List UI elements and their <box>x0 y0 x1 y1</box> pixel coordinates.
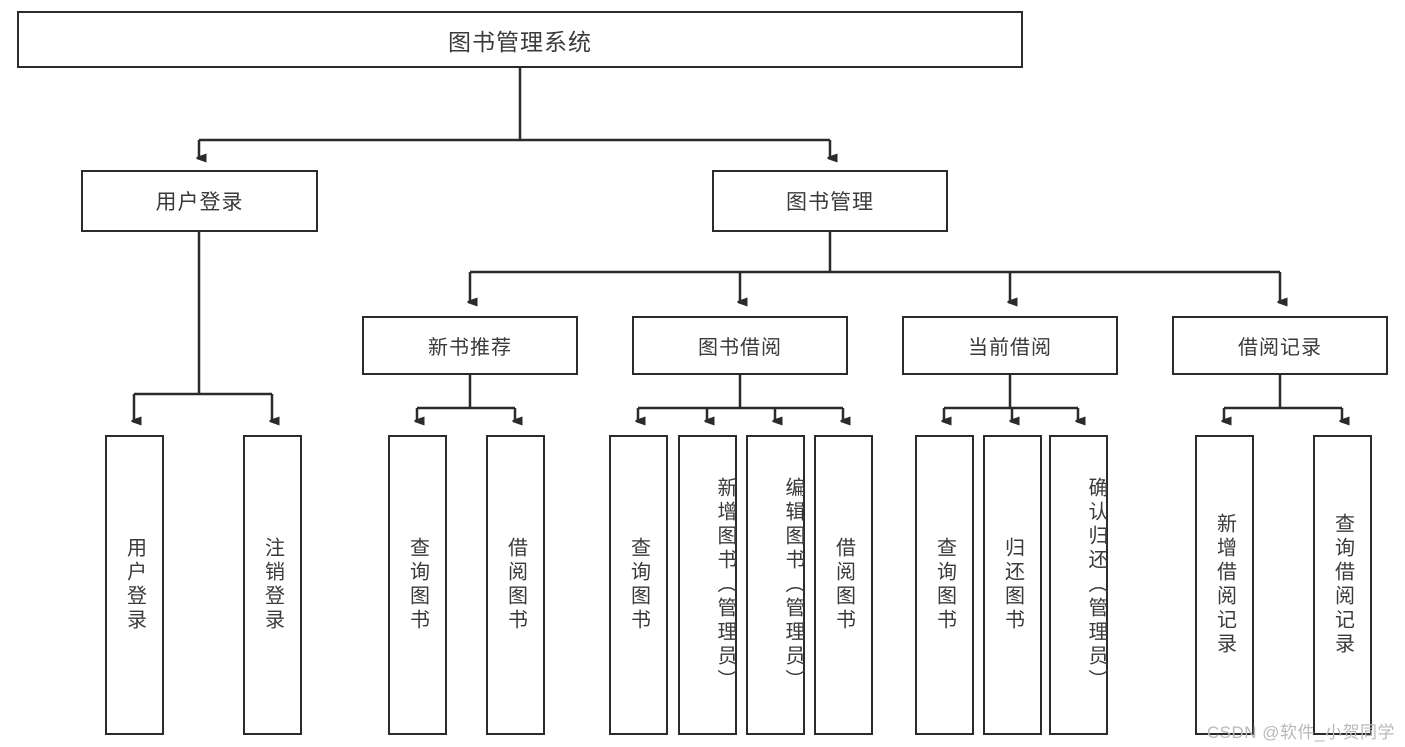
leaf-borrow-books-recommendation[interactable]: 借阅图书 <box>486 435 545 735</box>
node-borrowing-record[interactable]: 借阅记录 <box>1172 316 1388 375</box>
link-user-login-to-leaves <box>134 232 272 421</box>
link-book-borrow-to-leaves <box>638 375 843 421</box>
leaf-borrow-books-borrowing[interactable]: 借阅图书 <box>814 435 873 735</box>
node-book-borrowing[interactable]: 图书借阅 <box>632 316 848 375</box>
link-borrow-record-to-leaves <box>1224 375 1342 421</box>
node-current-borrowing[interactable]: 当前借阅 <box>902 316 1118 375</box>
leaf-add-borrow-record[interactable]: 新增借阅记录 <box>1195 435 1254 735</box>
link-current-borrow-to-leaves <box>944 375 1078 421</box>
node-book-management[interactable]: 图书管理 <box>712 170 948 232</box>
watermark-credit: CSDN @软件_小贺同学 <box>1206 723 1395 742</box>
link-book-manage-to-level3 <box>470 232 1280 302</box>
leaf-query-books-recommendation[interactable]: 查询图书 <box>388 435 447 735</box>
node-root-system[interactable]: 图书管理系统 <box>17 11 1023 68</box>
leaf-return-books[interactable]: 归还图书 <box>983 435 1042 735</box>
node-new-book-recommendation[interactable]: 新书推荐 <box>362 316 578 375</box>
leaf-query-books-current[interactable]: 查询图书 <box>915 435 974 735</box>
leaf-add-book-admin[interactable]: 新增图书（管理员） <box>678 435 737 735</box>
leaf-query-borrow-record[interactable]: 查询借阅记录 <box>1313 435 1372 735</box>
link-root-to-level2 <box>199 68 830 158</box>
leaf-logout[interactable]: 注销登录 <box>243 435 302 735</box>
node-user-login[interactable]: 用户登录 <box>81 170 318 232</box>
leaf-user-login[interactable]: 用户登录 <box>105 435 164 735</box>
leaf-query-books-borrowing[interactable]: 查询图书 <box>609 435 668 735</box>
link-new-book-rec-to-leaves <box>417 375 515 421</box>
leaf-confirm-return-admin[interactable]: 确认归还（管理员） <box>1049 435 1108 735</box>
leaf-edit-book-admin[interactable]: 编辑图书（管理员） <box>746 435 805 735</box>
